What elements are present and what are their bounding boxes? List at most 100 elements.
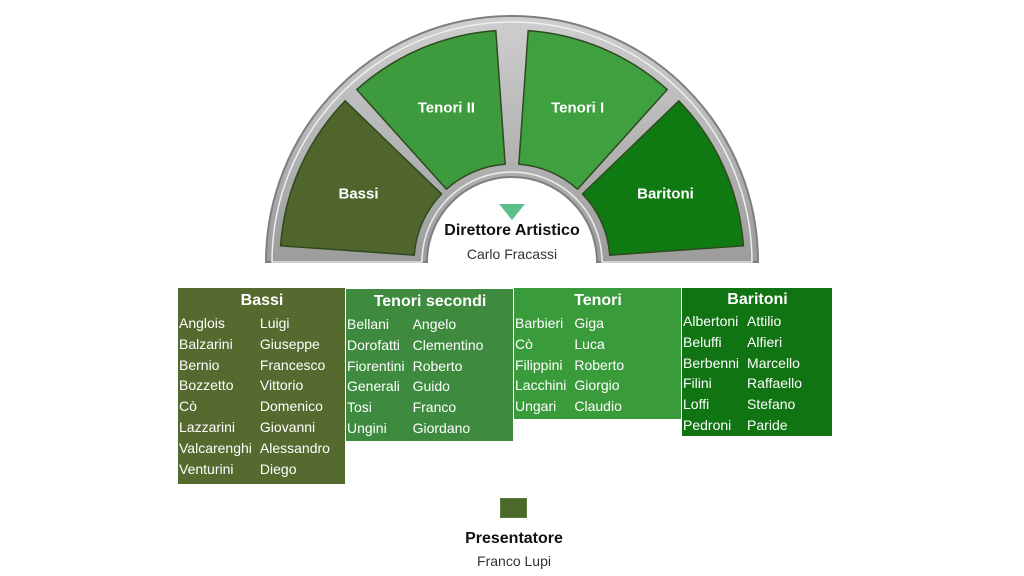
stage-semicircle: Bassi Tenori II Tenori I Baritoni (264, 15, 760, 263)
member-firstname: Giordano (412, 419, 471, 436)
member-row: Valcarenghi Alessandro (179, 438, 338, 459)
member-firstname: Stefano (747, 396, 796, 413)
member-surname: Beluffi (683, 333, 722, 350)
member-row: Filippini Roberto (515, 355, 632, 376)
member-firstname: Domenico (259, 398, 323, 415)
stage-segment-label: Baritoni (637, 186, 694, 203)
member-firstname: Luca (574, 335, 605, 352)
member-row: Bernio Francesco (179, 355, 338, 376)
member-surname: Bozzetto (179, 377, 234, 394)
member-firstname: Giorgio (574, 377, 620, 394)
section-title: Baritoni (727, 291, 788, 308)
member-surname: Cò (515, 335, 533, 352)
member-firstname: Giovanni (259, 418, 316, 435)
member-firstname: Diego (259, 460, 297, 477)
member-row: Fiorentini Roberto (347, 356, 491, 377)
director-name: Carlo Fracassi (466, 246, 558, 262)
stage-segment-tenori-i (518, 29, 669, 191)
member-row: Filini Raffaello (683, 373, 810, 394)
member-row: Cò Domenico (179, 396, 338, 417)
member-row: Albertoni Attilio (683, 311, 810, 332)
stage-segment-bassi (279, 99, 443, 256)
stage-segment-tenori-ii (355, 29, 506, 191)
member-row: Lacchini Giorgio (515, 375, 632, 396)
member-firstname: Giuseppe (259, 335, 320, 352)
section-title: Bassi (240, 292, 284, 309)
member-surname: Filippini (515, 356, 563, 373)
member-firstname: Paride (747, 416, 788, 433)
stage-segment-baritoni (581, 99, 745, 256)
member-firstname: Roberto (574, 356, 625, 373)
member-surname: Lacchini (515, 377, 567, 394)
member-row: Ungini Giordano (347, 418, 491, 439)
member-surname: Bellani (347, 316, 390, 332)
member-firstname: Attilio (747, 313, 782, 329)
member-firstname: Claudio (574, 398, 622, 415)
member-surname: Pedroni (683, 416, 732, 433)
member-surname: Cò (179, 398, 197, 415)
member-row: Pedroni Paride (683, 415, 810, 436)
member-surname: Valcarenghi (179, 439, 252, 456)
member-firstname: Raffaello (747, 375, 803, 392)
member-surname: Tosi (347, 399, 372, 416)
stage-segment-label: Tenori II (418, 99, 475, 116)
member-row: Beluffi Alfieri (683, 332, 810, 353)
member-firstname: Alessandro (259, 439, 330, 456)
member-firstname: Vittorio (259, 377, 304, 394)
member-row: Berbenni Marcello (683, 353, 810, 374)
member-row: Cò Luca (515, 334, 632, 355)
stage-segment-label: Bassi (339, 186, 379, 203)
member-row: Anglois Luigi (179, 313, 338, 334)
stage-ring-highlight (271, 21, 753, 263)
member-firstname: Franco (412, 399, 457, 416)
member-firstname: Alfieri (747, 333, 783, 350)
member-surname: Fiorentini (347, 357, 405, 374)
section-title: Tenori secondi (373, 293, 487, 310)
member-surname: Berbenni (683, 354, 740, 371)
member-surname: Balzarini (179, 335, 233, 352)
member-surname: Ungini (347, 419, 387, 436)
member-firstname: Giga (574, 315, 604, 331)
member-surname: Albertoni (683, 313, 739, 329)
member-row: Barbieri Giga (515, 313, 632, 334)
member-firstname: Clementino (412, 336, 484, 353)
director-title: Direttore Artistico (444, 222, 580, 239)
member-row: Bozzetto Vittorio (179, 375, 338, 396)
presenter-swatch (500, 498, 527, 518)
presenter-name: Franco Lupi (477, 553, 551, 569)
member-row: Tosi Franco (347, 397, 491, 418)
member-row: Dorofatti Clementino (347, 335, 491, 356)
stage-segment-label: Tenori I (551, 99, 604, 116)
member-surname: Filini (683, 375, 712, 392)
section-title: Tenori (574, 292, 622, 309)
member-surname: Bernio (179, 356, 220, 373)
member-surname: Loffi (683, 396, 710, 413)
member-firstname: Guido (412, 378, 450, 395)
member-surname: Dorofatti (347, 336, 400, 353)
member-surname: Anglois (179, 315, 225, 331)
member-firstname: Marcello (747, 354, 800, 371)
member-surname: Ungari (515, 398, 557, 415)
member-row: Loffi Stefano (683, 394, 810, 415)
member-row: Ungari Claudio (515, 396, 632, 417)
member-firstname: Francesco (259, 356, 326, 373)
member-firstname: Luigi (259, 315, 290, 331)
member-row: Balzarini Giuseppe (179, 334, 338, 355)
member-firstname: Roberto (412, 357, 463, 374)
member-surname: Barbieri (515, 315, 564, 331)
presenter-title: Presentatore (465, 530, 563, 547)
director-marker-icon (499, 204, 525, 220)
